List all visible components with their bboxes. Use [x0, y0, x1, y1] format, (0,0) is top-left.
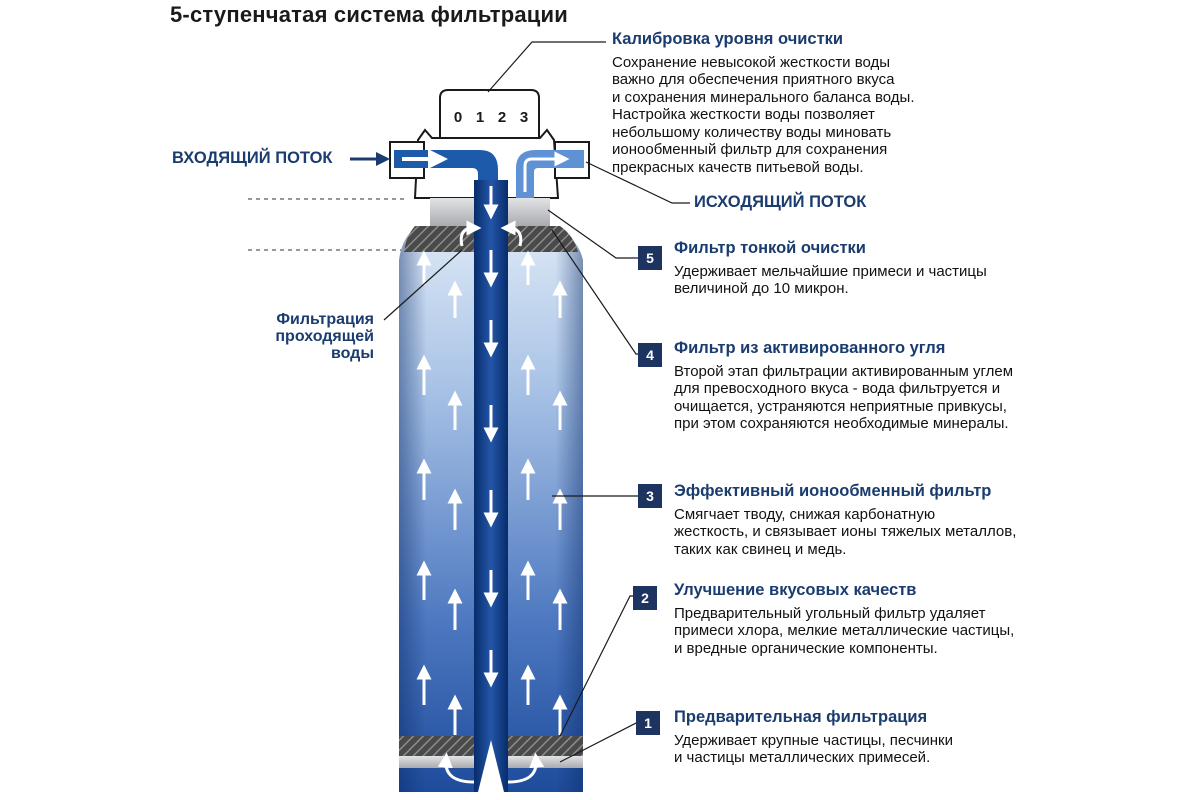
stage-1-text: Удерживает крупные частицы, песчинки и ч… — [674, 731, 953, 767]
upward-flow-arrows — [416, 220, 568, 784]
stage-2-block: Улучшение вкусовых качеств Предварительн… — [674, 581, 1114, 657]
outflow-pipe — [516, 150, 584, 198]
stage-2-heading: Улучшение вкусовых качеств — [674, 581, 917, 599]
inflow-pipe — [394, 149, 498, 190]
stage-badge-3: 3 — [638, 484, 662, 508]
calibration-label-block: Калибровка уровня очистки Сохранение нев… — [612, 30, 972, 176]
calibration-heading: Калибровка уровня очистки — [612, 30, 844, 48]
stage-badge-1: 1 — [636, 711, 660, 735]
filtration-label: Фильтрация проходящей воды — [275, 311, 374, 362]
stage-badge-5: 5 — [638, 246, 662, 270]
dial-digit-3: 3 — [520, 109, 528, 126]
leader-lines — [383, 41, 690, 763]
inflow-label: ВХОДЯЩИЙ ПОТОК — [172, 149, 333, 167]
stage-3-heading: Эффективный ионообменный фильтр — [674, 482, 992, 500]
stage-4-text: Второй этап фильтрации активированным уг… — [674, 362, 1014, 433]
stage-5-block: Фильтр тонкой очистки Удерживает мельчай… — [674, 239, 1094, 298]
outflow-label: ИСХОДЯЩИЙ ПОТОК — [694, 193, 867, 211]
dial-digit-2: 2 — [498, 109, 506, 126]
stage-2-text: Предварительный угольный фильтр удаляет … — [674, 604, 1015, 657]
stage-badge-2: 2 — [633, 586, 657, 610]
stage-1-block: Предварительная фильтрация Удерживает кр… — [674, 708, 1114, 767]
stage-5-text: Удерживает мельчайшие примеси и частицы … — [674, 262, 987, 298]
dial-digit-1: 1 — [476, 109, 484, 126]
inflow-arrow — [350, 152, 390, 166]
dial-digit-0: 0 — [454, 109, 462, 126]
stage-3-text: Смягчает тводу, снижая карбонатную жестк… — [674, 505, 1017, 558]
level-guide-lines — [248, 198, 405, 251]
stage-badge-4: 4 — [638, 343, 662, 367]
stage-1-heading: Предварительная фильтрация — [674, 708, 928, 726]
stage-4-block: Фильтр из активированного угля Второй эт… — [674, 339, 1114, 433]
stage-5-heading: Фильтр тонкой очистки — [674, 239, 866, 257]
stage-3-block: Эффективный ионообменный фильтр Смягчает… — [674, 482, 1114, 558]
diagram-title: 5-ступенчатая система фильтрации — [170, 2, 568, 27]
calibration-text: Сохранение невысокой жесткости воды важн… — [612, 53, 915, 176]
stage-4-heading: Фильтр из активированного угля — [674, 339, 946, 357]
